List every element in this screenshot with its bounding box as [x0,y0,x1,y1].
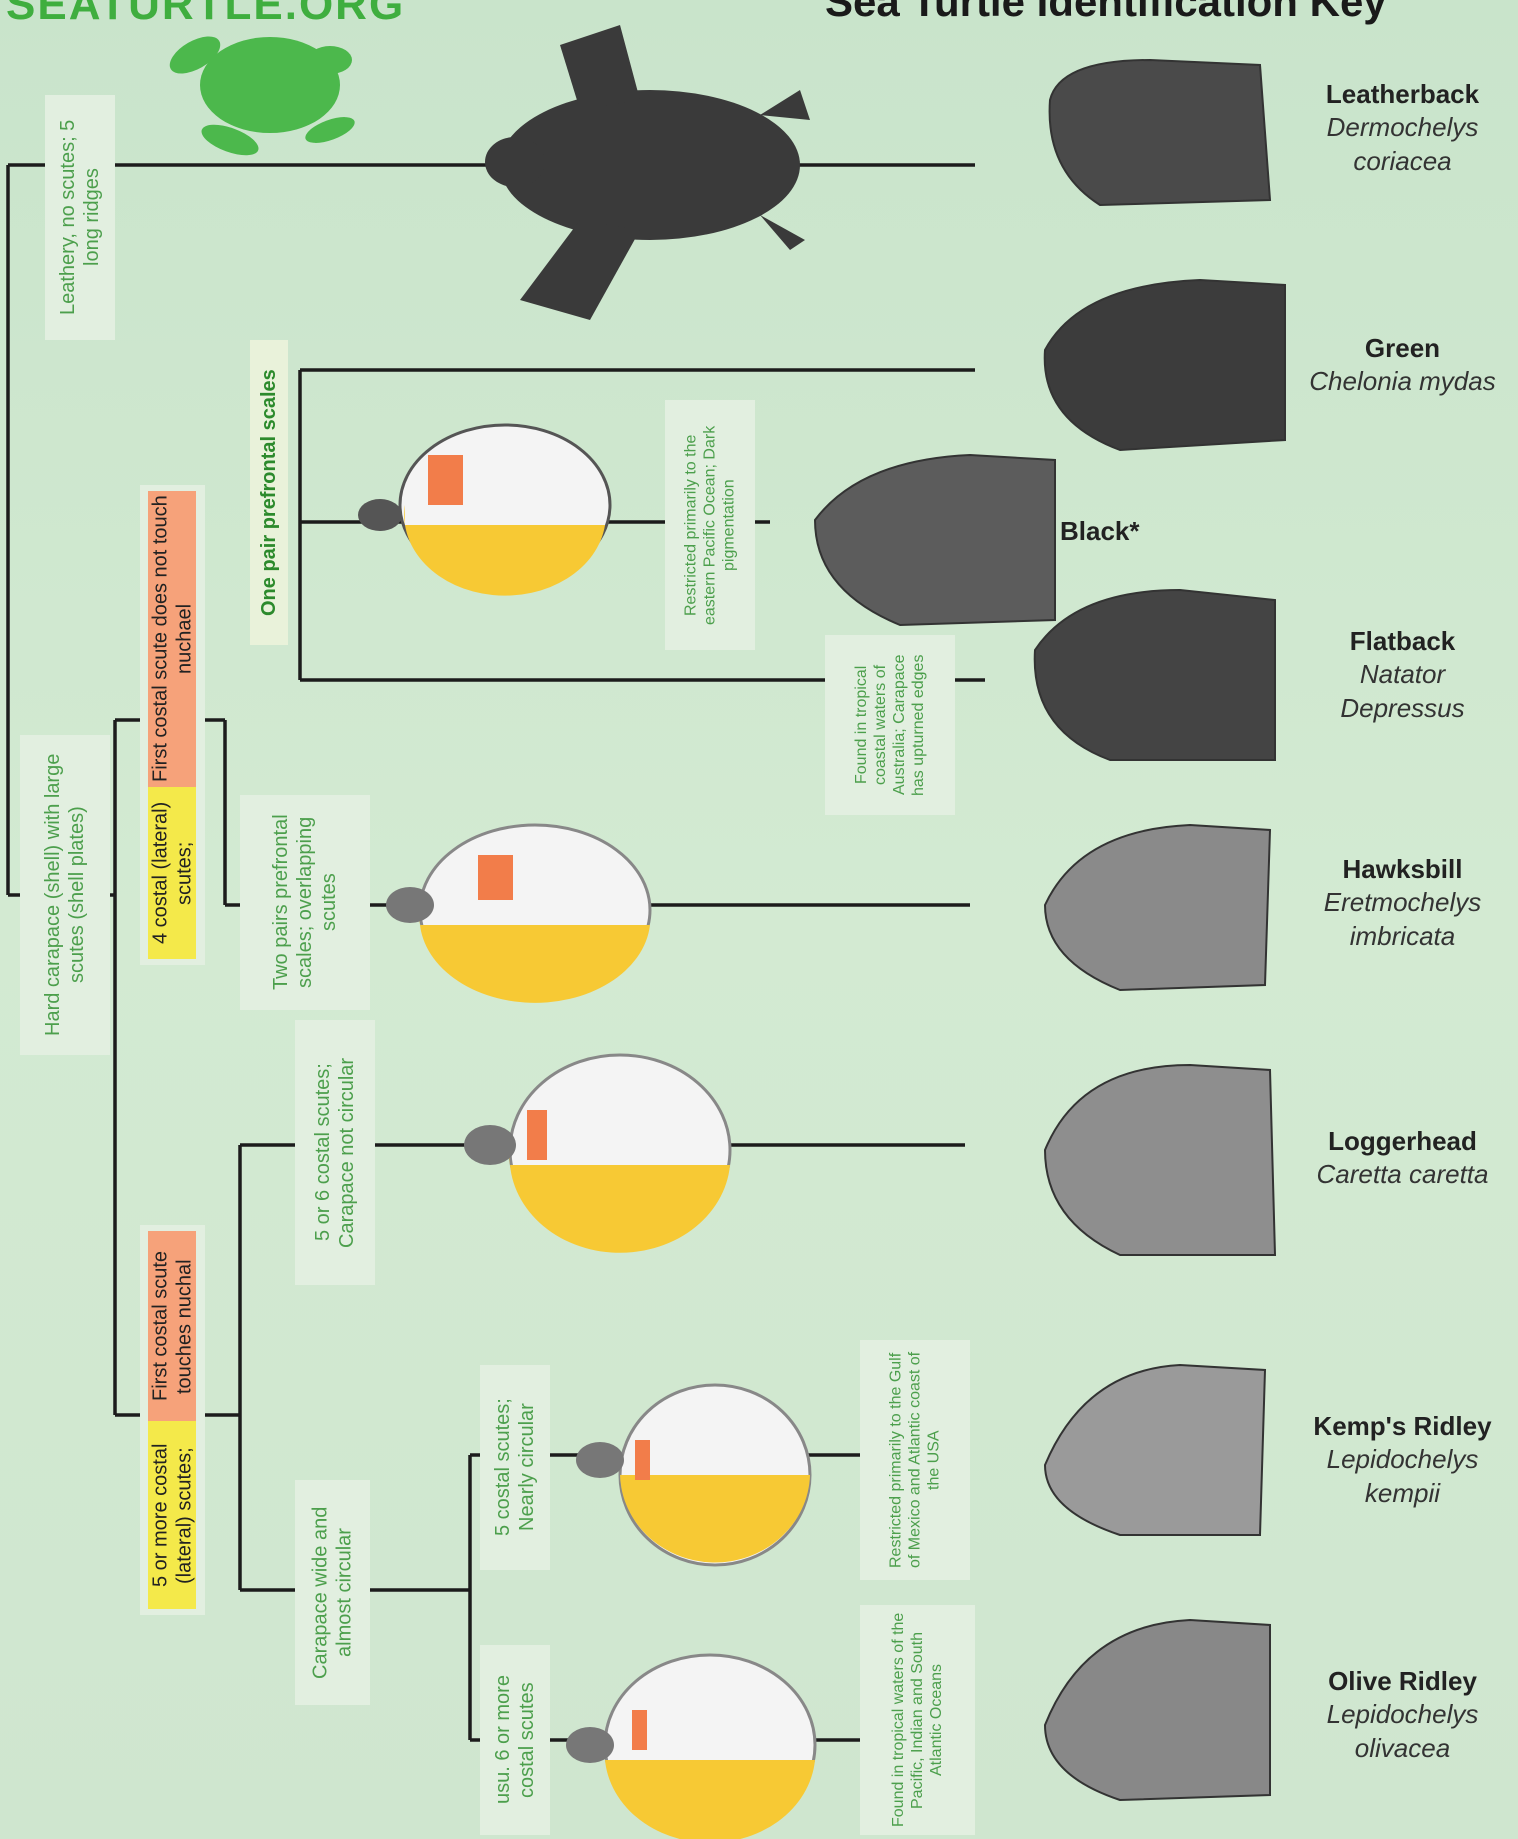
label-two-pairs-prefrontal: Two pairs prefrontal scales; overlapping… [240,795,370,1010]
species-kemps-ridley: Kemp's Ridley Lepidochelys kempii [1290,1410,1515,1510]
leatherback-head-illustration [1050,60,1270,205]
species-scientific-name: Lepidochelys [1290,1697,1515,1731]
species-common-name: Loggerhead [1290,1125,1515,1157]
species-common-name: Kemp's Ridley [1290,1410,1515,1442]
label-hard-carapace: Hard carapace (shell) with large scutes … [20,735,110,1055]
species-flatback: Flatback Natator Depressus [1290,625,1515,725]
leatherback-body-illustration [485,25,810,320]
species-common-name: Hawksbill [1290,853,1515,885]
species-scientific-name-2: imbricata [1290,919,1515,953]
label-usu-six-costal: usu. 6 or more costal scutes [480,1645,550,1835]
label-one-pair-prefrontal: One pair prefrontal scales [250,340,288,645]
green-black-turtle-illustration [358,425,610,596]
species-scientific-name-2: olivacea [1290,1731,1515,1765]
species-leatherback: Leatherback Dermochelys coriacea [1290,78,1515,178]
species-common-name: Leatherback [1290,78,1515,110]
species-olive-ridley: Olive Ridley Lepidochelys olivacea [1290,1665,1515,1765]
species-scientific-name: Lepidochelys [1290,1442,1515,1476]
loggerhead-head-illustration [1045,1065,1275,1255]
species-scientific-name: Chelonia mydas [1290,364,1515,398]
note-black-range: Restricted primarily to the eastern Paci… [665,400,755,650]
species-scientific-name: Caretta caretta [1290,1157,1515,1191]
label-five-costal-line1: 5 or more costal (lateral) scutes; [149,1421,197,1609]
species-loggerhead: Loggerhead Caretta caretta [1290,1125,1515,1191]
hawksbill-turtle-illustration [386,825,650,1003]
flatback-head-illustration [1035,590,1275,760]
green-head-illustration [1045,280,1285,450]
olive-ridley-turtle-illustration [566,1655,815,1839]
species-scientific-name: Natator [1290,657,1515,691]
species-scientific-name-2: kempii [1290,1476,1515,1510]
hawksbill-head-illustration [1045,825,1270,990]
species-scientific-name-2: Depressus [1290,691,1515,725]
label-five-costal: 5 or more costal (lateral) scutes; First… [140,1225,205,1615]
species-hawksbill: Hawksbill Eretmochelys imbricata [1290,853,1515,953]
note-olive-ridley-range: Found in tropical waters of the Pacific,… [860,1605,975,1835]
species-scientific-name-2: coriacea [1290,144,1515,178]
label-four-costal-line2: First costal scute does not touch nuchae… [149,491,197,787]
label-five-costal-line2: First costal scute touches nuchal [149,1231,197,1421]
label-four-costal-line1: 4 costal (lateral) scutes; [149,787,197,959]
label-five-costal-nearly-circular: 5 costal scutes; Nearly circular [480,1365,550,1570]
species-common-name: Black* [1060,515,1230,547]
species-black: Black* [1060,515,1230,547]
label-carapace-wide: Carapace wide and almost circular [295,1480,370,1705]
species-common-name: Flatback [1290,625,1515,657]
kemps-ridley-head-illustration [1045,1365,1265,1535]
olive-ridley-head-illustration [1045,1620,1270,1800]
label-five-or-six-costal: 5 or 6 costal scutes; Carapace not circu… [295,1020,375,1285]
species-common-name: Green [1290,332,1515,364]
species-common-name: Olive Ridley [1290,1665,1515,1697]
label-four-costal: 4 costal (lateral) scutes; First costal … [140,485,205,965]
kemps-ridley-turtle-illustration [576,1385,810,1565]
note-kemps-ridley-range: Restricted primarily to the Gulf of Mexi… [860,1340,970,1580]
loggerhead-turtle-illustration [464,1055,730,1253]
species-green: Green Chelonia mydas [1290,332,1515,398]
species-scientific-name: Eretmochelys [1290,885,1515,919]
note-flatback-range: Found in tropical coastal waters of Aust… [825,635,955,815]
black-head-illustration [815,455,1055,625]
label-leathery: Leathery, no scutes; 5 long ridges [45,95,115,340]
species-scientific-name: Dermochelys [1290,110,1515,144]
logo-turtle-icon [164,29,358,162]
